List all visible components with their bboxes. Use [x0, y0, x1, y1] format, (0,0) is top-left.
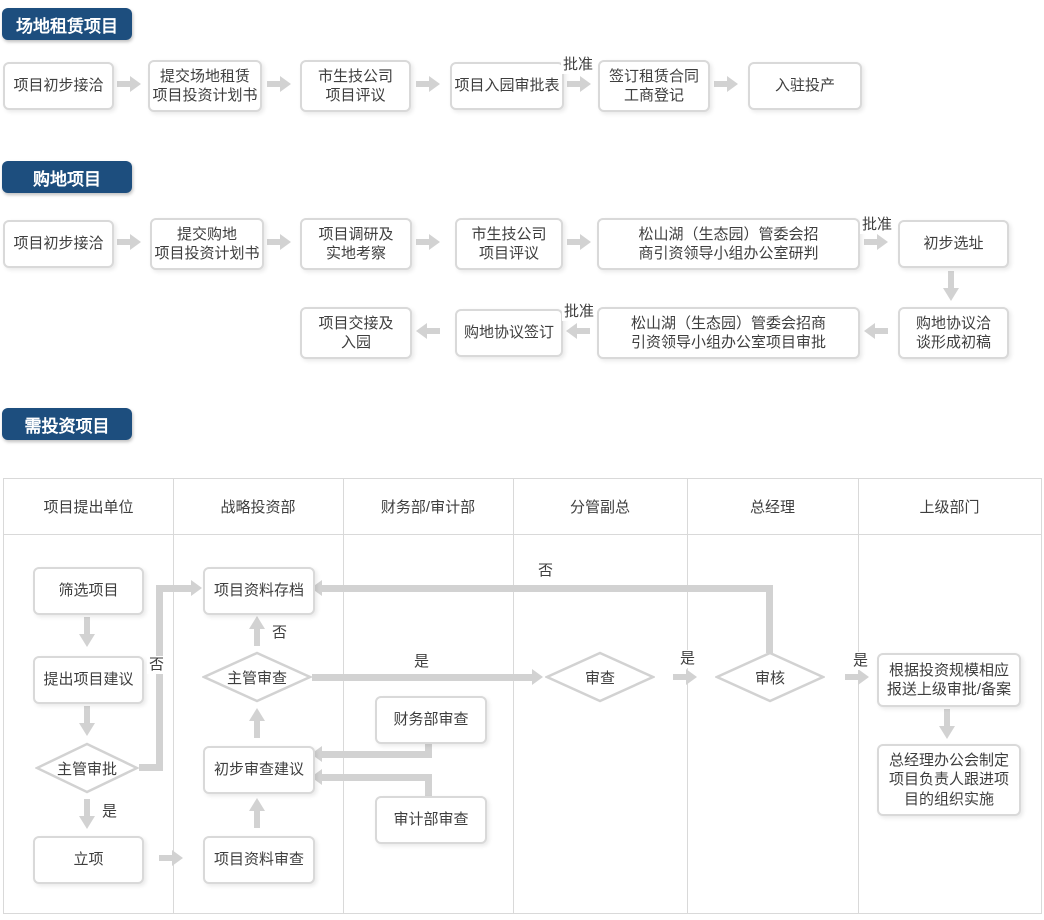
connector-line — [156, 585, 163, 771]
connector-line — [766, 585, 773, 653]
flow-arrow-right-icon — [117, 76, 141, 92]
step-city-biotech-review-2: 市生技公司 项目评议 — [455, 218, 563, 270]
decision-vp-review: 审查 — [545, 651, 655, 703]
flow-arrow-right-icon — [267, 234, 291, 250]
step-submit-land-plan: 提交购地 项目投资计划书 — [150, 218, 264, 270]
flow-arrow-left-icon — [864, 323, 888, 339]
connector-line — [322, 774, 432, 781]
lane-header-superior: 上级部门 — [919, 499, 980, 516]
flow-arrow-right-icon — [159, 850, 183, 866]
no-label: 否 — [147, 656, 167, 674]
flow-arrow-down-icon — [943, 271, 959, 301]
flow-arrow-down-icon — [79, 706, 95, 736]
flow-arrow-right-icon — [567, 234, 591, 250]
lane-header-strategic-investment: 战略投资部 — [220, 499, 296, 516]
approve-label: 批准 — [561, 56, 596, 74]
lane-divider — [173, 479, 174, 913]
lane-header-vp: 分管副总 — [569, 499, 630, 516]
flow-arrow-right-icon — [845, 669, 869, 685]
approve-label: 批准 — [562, 303, 597, 321]
lane-divider — [858, 479, 859, 913]
decision-supervisor-review: 主管审查 — [202, 651, 312, 703]
node-report-superior: 根据投资规模相应 报送上级审批/备案 — [877, 653, 1021, 707]
lane-header-proposer: 项目提出单位 — [43, 499, 134, 516]
decision-label: 审查 — [584, 669, 615, 687]
step-land-agreement-draft: 购地协议洽 谈形成初稿 — [898, 307, 1009, 359]
step-initial-contact-2: 项目初步接洽 — [3, 220, 114, 268]
node-archive-material: 项目资料存档 — [203, 567, 315, 615]
connector-arrowhead-left-icon — [311, 769, 322, 785]
section-title-investment: 需投资项目 — [2, 408, 132, 440]
step-city-biotech-review-1: 市生技公司 项目评议 — [300, 60, 411, 112]
step-move-in-production: 入驻投产 — [748, 62, 862, 110]
node-audit-review: 审计部审查 — [375, 796, 487, 844]
connector-line — [322, 751, 432, 758]
step-sign-land-agreement: 购地协议签订 — [455, 309, 563, 357]
step-ssl-committee-project-approval: 松山湖（生态园）管委会招商 引资领导小组办公室项目审批 — [597, 307, 860, 359]
connector-line — [425, 774, 432, 796]
flow-arrow-right-icon — [673, 669, 697, 685]
lane-divider — [687, 479, 688, 913]
lane-header-gm: 总经理 — [749, 499, 795, 516]
step-preliminary-site-selection: 初步选址 — [898, 220, 1009, 268]
step-sign-lease-contract: 签订租赁合同 工商登记 — [598, 60, 710, 112]
node-material-review: 项目资料审查 — [203, 836, 315, 884]
step-initial-contact-1: 项目初步接洽 — [3, 62, 114, 110]
connector-line — [163, 585, 192, 592]
yes-label: 是 — [412, 653, 432, 671]
flow-arrow-left-icon — [416, 323, 440, 339]
yes-label: 是 — [678, 650, 698, 668]
decision-label: 审核 — [754, 669, 785, 687]
connector-line — [139, 764, 163, 771]
no-label: 否 — [536, 562, 556, 580]
connector-arrowhead-left-icon — [311, 580, 322, 596]
flow-arrow-right-icon — [416, 76, 440, 92]
decision-gm-check: 审核 — [715, 651, 825, 703]
section-title-site-lease: 场地租赁项目 — [2, 8, 132, 40]
connector-arrowhead-right-icon — [191, 580, 202, 596]
flow-arrow-up-icon — [249, 616, 265, 646]
yes-label: 是 — [851, 652, 871, 670]
yes-label: 是 — [100, 803, 120, 821]
decision-supervisor-approval: 主管审批 — [35, 742, 139, 794]
no-label: 否 — [270, 624, 290, 642]
approve-label: 批准 — [860, 216, 895, 234]
connector-arrowhead-right-icon — [532, 669, 543, 685]
connector-line — [425, 740, 432, 758]
node-screen-projects: 筛选项目 — [33, 567, 144, 615]
lane-header-finance-audit: 财务部/审计部 — [380, 499, 476, 516]
step-project-handover-entry: 项目交接及 入园 — [300, 307, 412, 359]
flow-arrow-right-icon — [567, 76, 591, 92]
step-project-research-visit: 项目调研及 实地考察 — [300, 218, 412, 270]
node-establish-project: 立项 — [33, 836, 144, 884]
header-divider — [4, 534, 1041, 535]
section-title-land-purchase: 购地项目 — [2, 161, 132, 193]
step-submit-lease-plan: 提交场地租赁 项目投资计划书 — [148, 60, 262, 112]
connector-line — [322, 585, 773, 592]
flow-arrow-down-icon — [939, 709, 955, 739]
node-gm-office-implementation: 总经理办公会制定 项目负责人跟进项 目的组织实施 — [877, 744, 1021, 816]
swimlane-table: 项目提出单位 战略投资部 财务部/审计部 分管副总 总经理 上级部门 — [3, 478, 1042, 914]
connector-line — [312, 674, 533, 681]
node-preliminary-review-opinion: 初步审查建议 — [203, 746, 315, 794]
node-finance-review: 财务部审查 — [375, 696, 487, 744]
flow-arrow-down-icon — [79, 799, 95, 829]
flow-arrow-down-icon — [79, 617, 95, 647]
flow-arrow-right-icon — [714, 76, 738, 92]
flow-arrow-right-icon — [416, 234, 440, 250]
flow-arrow-right-icon — [267, 76, 291, 92]
decision-label: 主管审查 — [226, 669, 287, 687]
node-propose-project: 提出项目建议 — [33, 656, 144, 704]
flow-arrow-up-icon — [249, 708, 265, 738]
flow-arrow-right-icon — [117, 234, 141, 250]
step-ssl-committee-judgement: 松山湖（生态园）管委会招 商引资领导小组办公室研判 — [597, 218, 860, 270]
flow-arrow-up-icon — [249, 798, 265, 828]
step-park-entry-approval-form: 项目入园审批表 — [450, 62, 564, 110]
lane-divider — [343, 479, 344, 913]
connector-arrowhead-left-icon — [311, 746, 322, 762]
flow-arrow-right-icon — [864, 234, 888, 250]
decision-label: 主管审批 — [56, 760, 117, 778]
lane-divider — [513, 479, 514, 913]
flow-arrow-left-icon — [566, 323, 590, 339]
